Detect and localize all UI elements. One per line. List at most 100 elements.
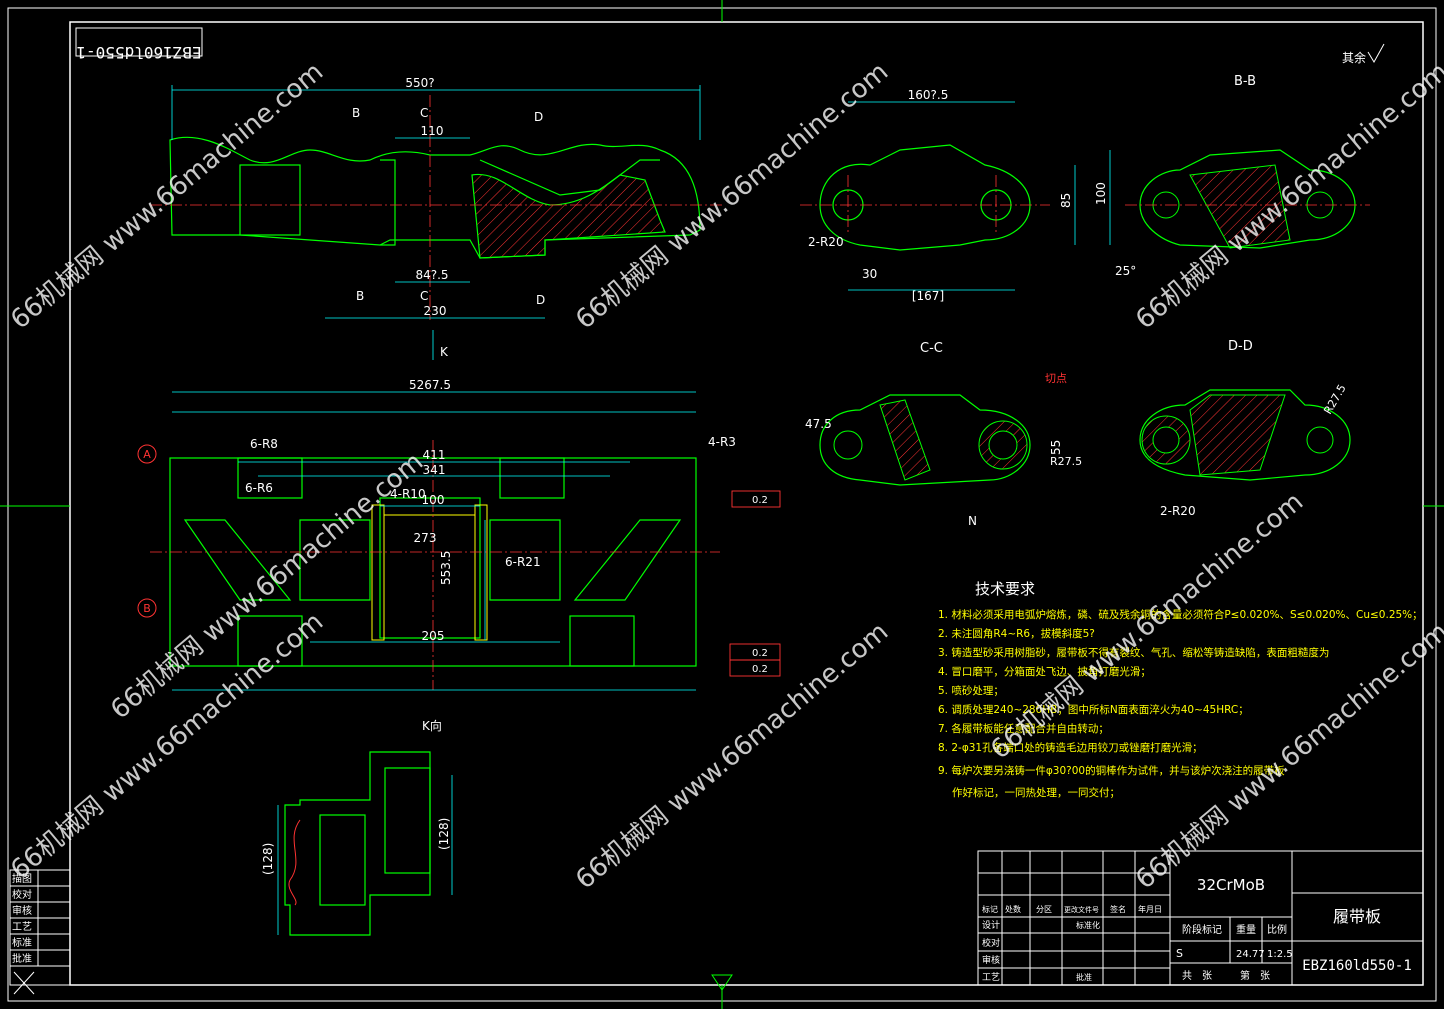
stage-label: 阶段标记 [1182, 923, 1222, 936]
side-signature-labels: 描图 校对 审核 工艺 标准 批准 [12, 872, 32, 965]
section-b-top: B [352, 106, 360, 120]
tech-item-1: 1. 材料必须采用电弧炉熔炼，磷、硫及残余铜的含量必须符合P≤0.020%、S≤… [938, 608, 1423, 621]
datum-b-marker [137, 598, 157, 618]
total-sheets: 共 张 [1182, 970, 1212, 982]
dim-plan-4r3: 4-R3 [708, 435, 736, 449]
front-view-labels: 550? 230 84?.5 110 K B C D B C D [352, 76, 545, 359]
side-label-2: 审核 [12, 904, 32, 917]
scale-value: 1:2.5 [1267, 949, 1293, 960]
title-block-text: 标记 处数 分区 更改文件号 签名 年月日 设计 校对 审核 工艺 标准化 批准… [982, 876, 1412, 983]
k-view-labels: K向 (128) (128) [261, 718, 451, 875]
technical-requirements: 技术要求 1. 材料必须采用电弧炉熔炼，磷、硫及残余铜的含量必须符合P≤0.02… [938, 580, 1423, 799]
front-view-centerlines [150, 95, 725, 320]
side-label-0: 描图 [12, 872, 32, 885]
side-label-3: 工艺 [12, 921, 32, 933]
dim-top-length: 550? [405, 76, 434, 90]
std-label: 标准化 [1076, 920, 1100, 930]
dim-side-1607: 160?.5 [908, 88, 949, 102]
dim-plan-553: 553.5 [439, 551, 453, 585]
k-arrow-label: K [440, 345, 449, 359]
surface-other-note: 其余 [1342, 43, 1385, 65]
dim-plan-6r6: 6-R6 [245, 481, 273, 495]
mirrored-drawing-no-text: EBZ160ld550-1 [76, 43, 201, 62]
plan-view-labels: 5267.5 411 341 4-R10 100 273 205 6-R8 6-… [245, 378, 736, 643]
weight-label: 重量 [1236, 923, 1256, 936]
section-c-c-55: 55 [1049, 440, 1063, 455]
sheet-no: 第 张 [1240, 969, 1270, 982]
weight-value: 24.77 [1236, 949, 1265, 960]
section-c-c-cut-point: 切点 [1045, 372, 1067, 385]
section-c-c-n: N [968, 514, 977, 528]
section-d-d-2r20: 2-R20 [1160, 504, 1196, 518]
front-view-section [471, 173, 666, 259]
section-d-bottom: D [536, 293, 545, 307]
datum-a-marker [137, 444, 157, 464]
dim-plan-length: 5267.5 [409, 378, 451, 392]
side-label-5: 批准 [12, 952, 32, 965]
tech-item-2: 2. 未注圆角R4~R6，拔模斜度5? [938, 627, 1095, 640]
k-view-title: K向 [422, 718, 442, 733]
tech-item-6: 6. 调质处理240~280HB；图中所标N面表面淬火为40~45HRC； [938, 703, 1249, 716]
rev-header-1: 处数 [1005, 904, 1021, 914]
section-d-d-title: D-D [1228, 339, 1253, 354]
mirrored-drawing-no: EBZ160ld550-1 [75, 27, 203, 62]
dim-plan-205: 205 [422, 629, 445, 643]
section-b-b-25: 25° [1115, 264, 1136, 278]
dim-k-128b: (128) [437, 818, 451, 850]
dim-top-110: 110 [421, 124, 444, 138]
watermark-2: 66机械网 www.66machine.com [1130, 57, 1444, 336]
dim-side-2r20: 2-R20 [808, 235, 844, 249]
side-view-labels: 160?.5 [167] 100 85 2-R20 30 [808, 88, 1108, 303]
tolerance-3: 0.2 [752, 664, 768, 675]
dim-side-167: [167] [912, 289, 944, 303]
approve-label: 批准 [1076, 972, 1092, 982]
datum-markers: A B [137, 444, 157, 618]
k-view [284, 751, 431, 936]
section-b-bottom: B [356, 289, 364, 303]
plan-view-centerlines [150, 440, 720, 690]
tech-item-5: 5. 喷砂处理； [938, 684, 1004, 697]
drawing-number: EBZ160ld550-1 [1302, 958, 1412, 974]
section-c-bottom: C [420, 289, 428, 303]
section-c-c-475: 47.5 [805, 417, 832, 431]
dim-plan-6r8: 6-R8 [250, 437, 278, 451]
scale-label: 比例 [1267, 923, 1287, 936]
rev-header-3: 更改文件号 [1064, 905, 1099, 914]
side-view-dims [848, 101, 1111, 291]
title-block [977, 850, 1424, 986]
dim-top-84: 84?.5 [415, 268, 448, 282]
tech-item-9: 9. 每炉次要另浇铸一件φ30?00的铜棒作为试件，并与该炉次浇注的履带板 [938, 764, 1285, 777]
watermark-0: 66机械网 www.66machine.com [5, 57, 329, 336]
plan-view-inner [371, 504, 488, 641]
role-process: 工艺 [982, 972, 1000, 983]
surface-other-label: 其余 [1342, 50, 1366, 65]
role-review: 审核 [982, 954, 1000, 966]
rev-header-2: 分区 [1036, 905, 1052, 914]
role-check: 校对 [982, 937, 1000, 949]
dim-k-128a: (128) [261, 843, 275, 875]
k-view-break-line [288, 819, 301, 906]
tolerance-values: 0.2 0.2 0.2 [752, 495, 768, 675]
section-d-d: D-D 2-R20 R27.5 [1139, 339, 1351, 518]
plan-view-dims [172, 391, 696, 691]
stage-value: S [1176, 947, 1183, 960]
role-design: 设计 [982, 919, 1000, 931]
tolerance-1: 0.2 [752, 495, 768, 506]
section-d-top: D [534, 110, 543, 124]
material-value: 32CrMoB [1197, 876, 1265, 894]
section-c-c-title: C-C [920, 341, 943, 356]
dim-side-85: 85 [1059, 193, 1073, 208]
tolerance-2: 0.2 [752, 648, 768, 659]
side-label-1: 校对 [12, 888, 32, 901]
dim-plan-100: 100 [422, 493, 445, 507]
section-b-b: B-B 25° [1115, 74, 1370, 278]
rev-header-0: 标记 [982, 904, 998, 914]
watermark-4: 66机械网 www.66machine.com [570, 617, 894, 896]
k-view-dims [277, 775, 453, 935]
dim-top-230: 230 [424, 304, 447, 318]
part-name: 履带板 [1333, 907, 1381, 926]
section-c-c: C-C 切点 N 47.5 55 R27.5 [805, 341, 1082, 528]
tech-item-10: 作好标记，一同热处理，一同交付； [952, 786, 1120, 799]
tech-title: 技术要求 [975, 580, 1035, 598]
